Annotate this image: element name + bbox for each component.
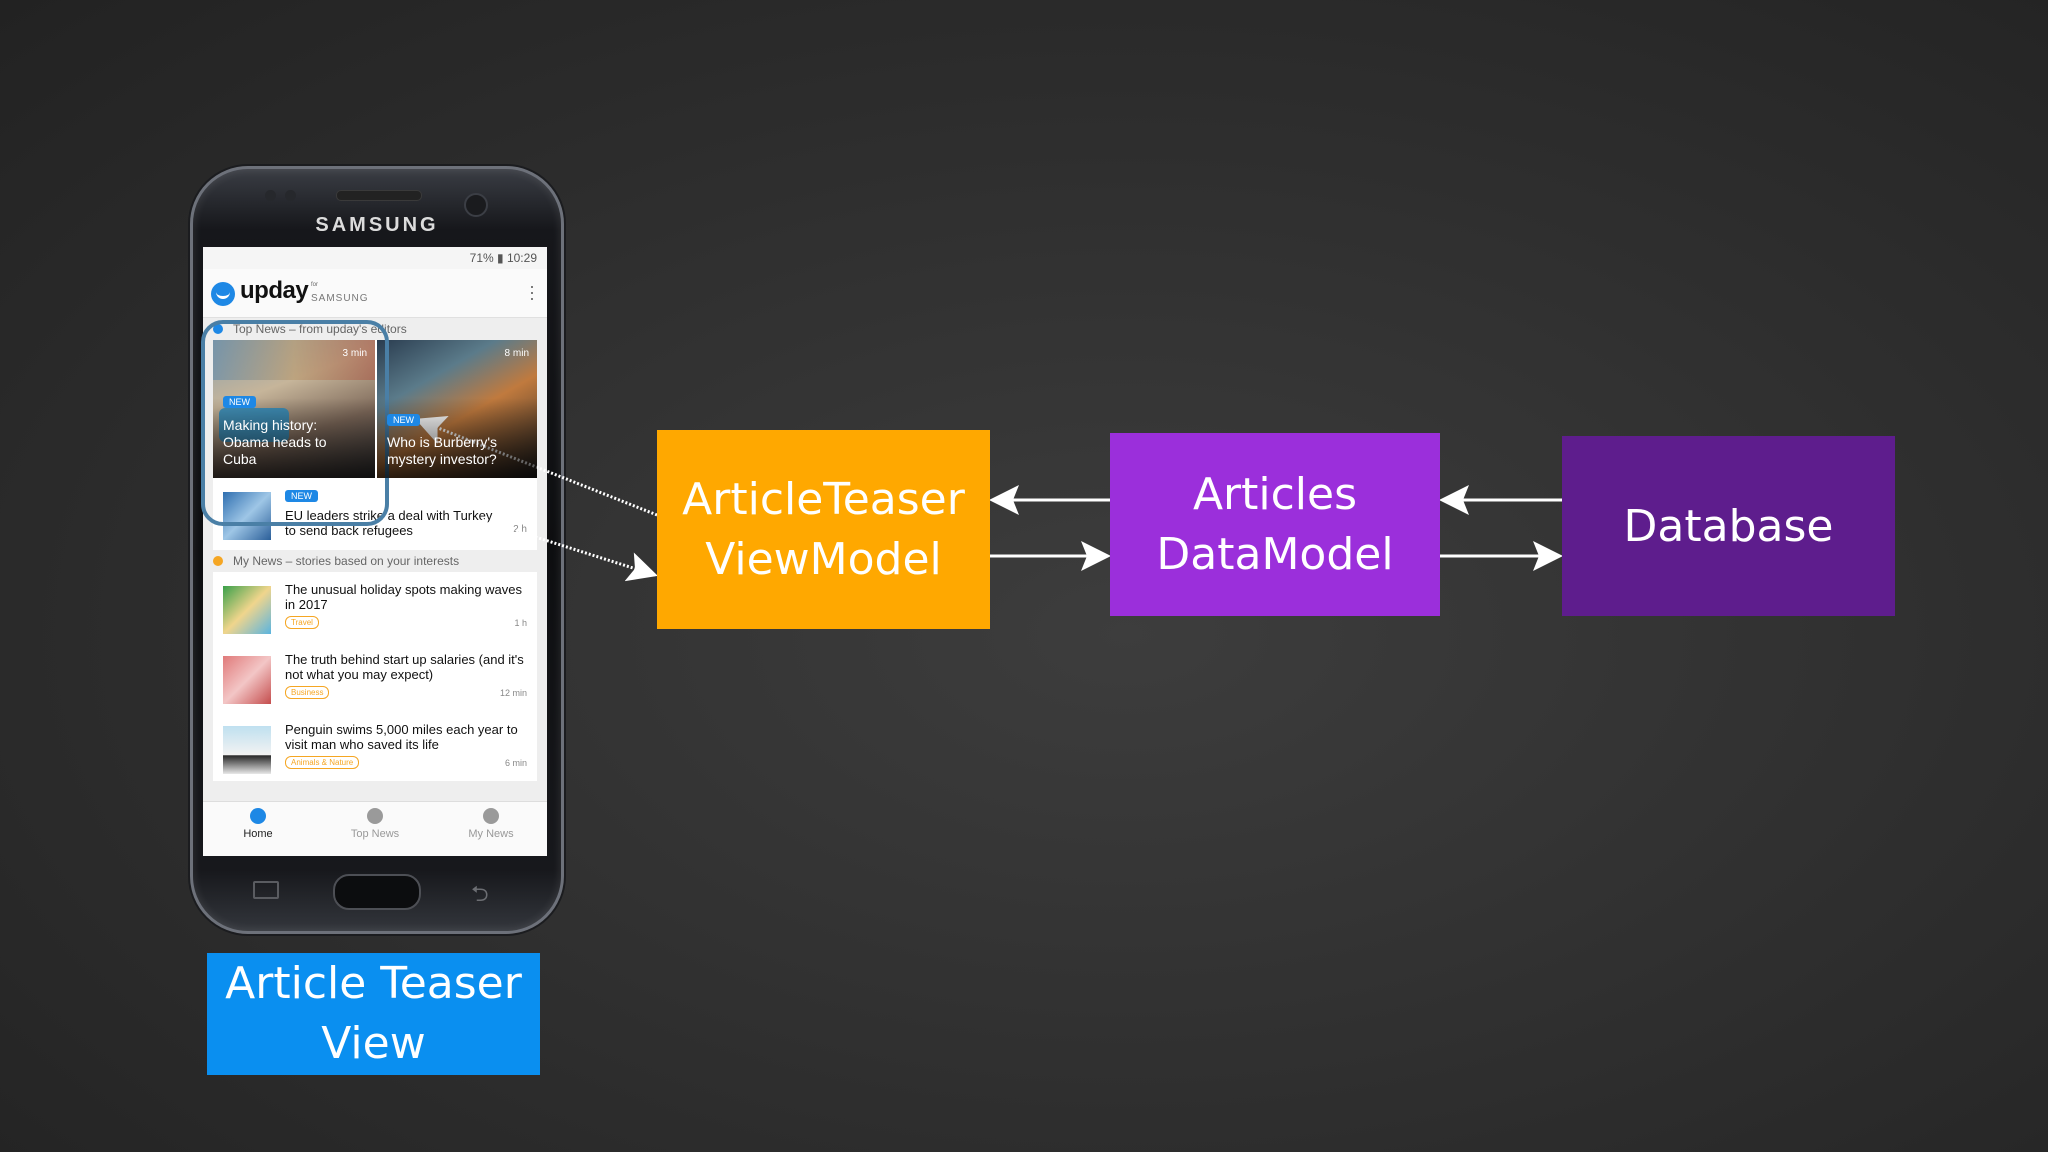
phone-sensor xyxy=(285,190,296,201)
hero-title: Who is Burberry's mystery investor? xyxy=(387,434,498,467)
new-badge: NEW xyxy=(387,414,420,426)
hero-article-burberry[interactable]: 8 min NEW Who is Burberry's mystery inve… xyxy=(377,340,537,478)
article-thumbnail xyxy=(223,586,271,634)
upday-logo-icon xyxy=(211,282,235,306)
article-title: The truth behind start up salaries (and … xyxy=(285,652,524,682)
star-icon xyxy=(367,808,383,824)
my-news-icon xyxy=(213,556,223,566)
category-tag[interactable]: Travel xyxy=(285,616,319,629)
phone-screen: 71% ▮ 10:29 upday for SAMSUNG ··· Top Ne… xyxy=(203,247,547,856)
category-tag[interactable]: Animals & Nature xyxy=(285,756,360,769)
datamodel-line2: DataModel xyxy=(1156,528,1394,580)
nav-home[interactable]: Home xyxy=(208,808,308,840)
hero-time: 3 min xyxy=(342,348,367,359)
back-icon[interactable]: ⮌ xyxy=(471,881,489,906)
phone-brand: SAMSUNG xyxy=(315,214,439,236)
person-icon xyxy=(483,808,499,824)
list-item[interactable]: Penguin swims 5,000 miles each year to v… xyxy=(213,712,537,782)
article-thumbnail xyxy=(223,656,271,704)
phone-sensor xyxy=(265,190,276,201)
nav-top-news-label: Top News xyxy=(350,828,400,840)
article-time: 1 h xyxy=(514,618,527,628)
hero-title: Making history: Obama heads to Cuba xyxy=(223,417,327,467)
article-title: The unusual holiday spots making waves i… xyxy=(285,582,523,612)
viewmodel-line2: ViewModel xyxy=(705,533,942,585)
article-time: 12 min xyxy=(499,688,527,698)
list-item[interactable]: The truth behind start up salaries (and … xyxy=(213,642,537,712)
nav-home-label: Home xyxy=(243,828,273,840)
datamodel-box: Articles DataModel xyxy=(1110,433,1440,616)
hero-time: 8 min xyxy=(504,348,529,359)
view-line1: Article Teaser xyxy=(225,958,522,1009)
phone-speaker xyxy=(336,190,422,201)
hero-article-cuba[interactable]: 3 min NEW Making history: Obama heads to… xyxy=(213,340,375,478)
nav-top-news[interactable]: Top News xyxy=(325,808,425,840)
home-button[interactable] xyxy=(333,874,421,910)
app-name: upday xyxy=(240,277,309,304)
datamodel-line1: Articles xyxy=(1192,468,1358,520)
phone-camera xyxy=(464,193,488,217)
view-line2: View xyxy=(321,1018,426,1069)
article-title: Penguin swims 5,000 miles each year to v… xyxy=(285,722,518,752)
recent-apps-icon[interactable] xyxy=(253,881,279,899)
phone-mockup: SAMSUNG 71% ▮ 10:29 upday for SAMSUNG ··… xyxy=(190,166,564,934)
bottom-navigation: Home Top News My News xyxy=(203,801,547,856)
top-news-header-label: Top News – from upday's editors xyxy=(233,322,407,336)
status-bar: 71% ▮ 10:29 xyxy=(203,247,547,269)
my-news-card: The unusual holiday spots making waves i… xyxy=(213,572,537,781)
my-news-header-label: My News – stories based on your interest… xyxy=(233,554,460,568)
viewmodel-box: ArticleTeaser ViewModel xyxy=(657,430,990,629)
nav-my-news[interactable]: My News xyxy=(441,808,541,840)
new-badge: NEW xyxy=(223,396,256,408)
article-thumbnail xyxy=(223,492,271,540)
database-box: Database xyxy=(1562,436,1895,616)
article-time: 2 h xyxy=(513,524,527,535)
category-tag[interactable]: Business xyxy=(285,686,330,699)
viewmodel-line1: ArticleTeaser xyxy=(682,473,965,525)
my-news-header: My News – stories based on your interest… xyxy=(203,550,547,572)
article-time: 6 min xyxy=(504,758,527,768)
app-for-label: for xyxy=(311,282,319,288)
view-box: Article Teaser View xyxy=(207,953,540,1075)
app-bar: upday for SAMSUNG ··· xyxy=(203,269,547,318)
home-icon xyxy=(250,808,266,824)
overflow-menu-icon[interactable]: ··· xyxy=(529,276,535,308)
new-badge: NEW xyxy=(285,490,318,502)
database-label: Database xyxy=(1623,500,1834,552)
article-thumbnail xyxy=(223,726,271,774)
nav-my-news-label: My News xyxy=(468,828,514,840)
app-brand-label: SAMSUNG xyxy=(311,293,369,304)
list-item[interactable]: The unusual holiday spots making waves i… xyxy=(213,572,537,642)
